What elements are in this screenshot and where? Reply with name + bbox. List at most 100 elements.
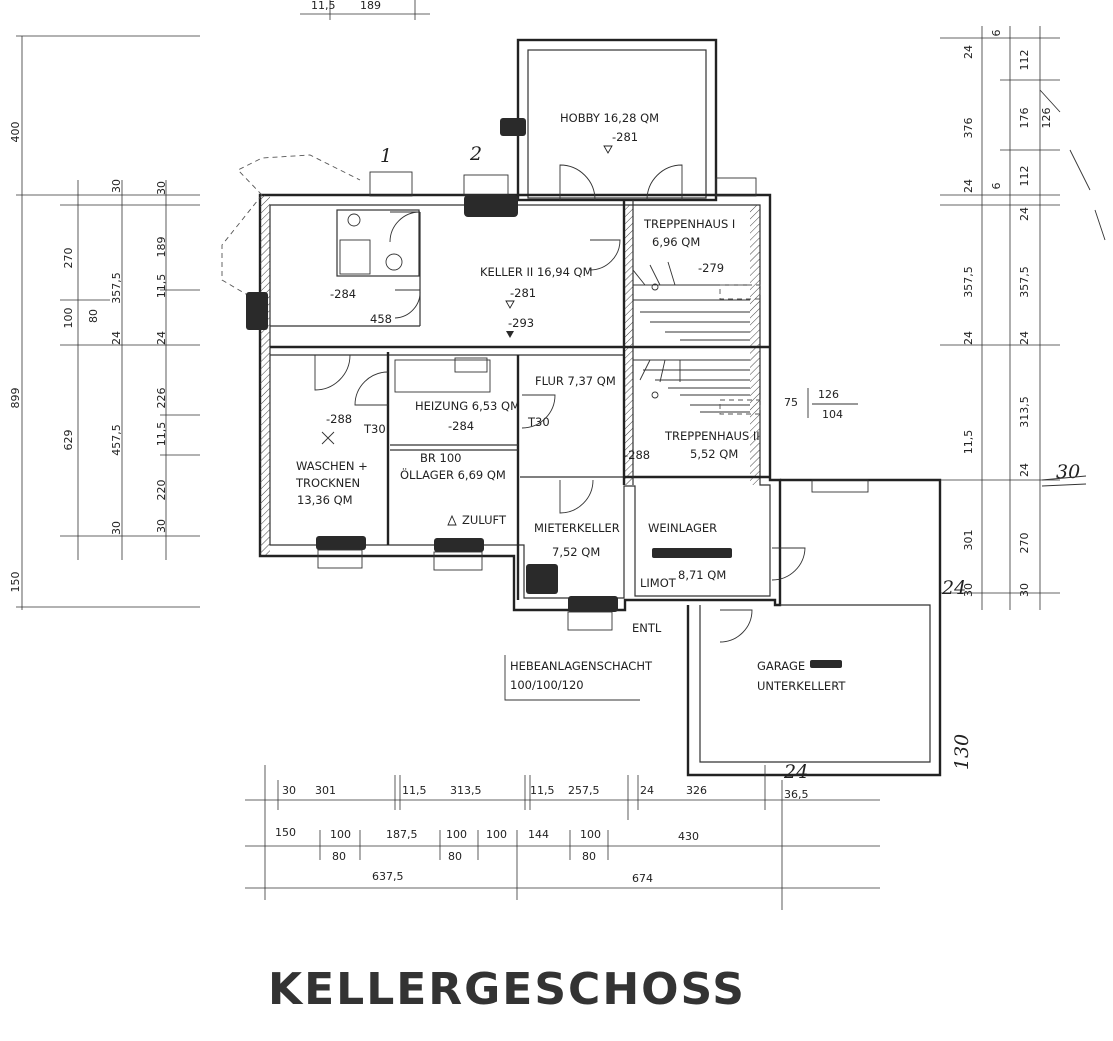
dim-right-b-5: 6 <box>990 183 1003 190</box>
dim-right-b-11: 24 <box>1018 463 1031 477</box>
pencil-line <box>1039 89 1106 241</box>
level-marker-icon <box>505 300 515 309</box>
dim-bottom2-11: 430 <box>678 830 699 843</box>
dim-right-b-13: 30 <box>1018 583 1031 597</box>
hand-bottom-24: 24 <box>783 761 808 783</box>
room-waschen-line3: 13,36 QM <box>297 493 353 507</box>
room-oellager-label: ÖLLAGER 6,69 QM <box>400 466 506 482</box>
dim-left-mid-3: 629 <box>62 430 75 451</box>
hand-fraction-num: 126 <box>818 388 839 401</box>
room-keller2-level1: -281 <box>510 286 536 300</box>
dimensions-top <box>300 0 430 20</box>
dim-left-mid-6: 30 <box>110 521 123 535</box>
dim-bottom-9: 36,5 <box>784 788 809 801</box>
hand-note-1: 1 <box>380 145 392 167</box>
room-treppenhaus2-area: 5,52 QM <box>690 447 738 461</box>
room-waschen-line2: TROCKNEN <box>295 476 360 490</box>
dimensions-left <box>16 35 200 610</box>
dim-bottom2-8: 144 <box>528 828 549 841</box>
dim-left-inner-5: 24 <box>155 331 168 345</box>
pencil-tick <box>1041 475 1087 487</box>
room-weinlager-limot: LIMOT <box>640 576 677 590</box>
light-fixture-icon <box>321 431 335 445</box>
dim-right-b-1: 6 <box>990 30 1003 37</box>
dim-left-mid-5: 457,5 <box>110 424 123 456</box>
room-treppenhaus2-label: TREPPENHAUS II <box>664 429 760 443</box>
dim-right-b-8: 357,5 <box>1018 266 1031 298</box>
room-heizung-label: HEIZUNG 6,53 QM <box>415 399 520 413</box>
room-flur-label: FLUR 7,37 QM <box>535 374 616 388</box>
dim-bottom-6: 257,5 <box>568 784 600 797</box>
dim-left-inner-11: 30 <box>155 519 168 533</box>
room-treppenhaus1-label: TREPPENHAUS I <box>643 217 735 231</box>
hand-right-30: 30 <box>1056 461 1080 483</box>
dim-right-a-5: 24 <box>962 331 975 345</box>
garage-outline <box>686 478 942 777</box>
dim-right-a-3: 24 <box>962 179 975 193</box>
dim-left-mid-1: 270 <box>62 248 75 269</box>
bay-window-dashed <box>221 154 361 301</box>
room-weinlager-label: WEINLAGER <box>648 521 717 535</box>
dim-bottom2-4: 187,5 <box>386 828 418 841</box>
room-flur-level: -288 <box>624 448 650 462</box>
dim-bottom-5: 11,5 <box>530 784 555 797</box>
dim-left-inner-10: 11,5 <box>155 274 168 299</box>
dim-right-b-4: 126 <box>1040 108 1053 129</box>
schacht-line2: 100/100/120 <box>510 678 584 692</box>
dim-bottom-8: 326 <box>686 784 707 797</box>
dim-bottom2-7: 100 <box>486 828 507 841</box>
room-nebenraum-level: -284 <box>330 287 356 301</box>
room-waschen-level: -288 <box>326 412 352 426</box>
dim-left-inner-6: 226 <box>155 388 168 409</box>
dim-right-a-4: 357,5 <box>962 266 975 298</box>
room-waschen-door: T30 <box>363 422 386 436</box>
hand-bottom-130: 130 <box>951 734 973 770</box>
level-marker-filled-icon <box>506 331 514 338</box>
dim-bottom2-2: 100 <box>330 828 351 841</box>
dim-left-mid-2: 100 <box>62 308 75 329</box>
dim-right-b-2: 112 <box>1018 50 1031 71</box>
dim-bottom-4: 313,5 <box>450 784 482 797</box>
dim-right-a-8: 30 <box>962 583 975 597</box>
room-keller2-level2: -293 <box>508 316 534 330</box>
dim-right-a-7: 301 <box>962 530 975 551</box>
room-oellager-br: BR 100 <box>420 451 462 465</box>
level-marker-icon <box>603 145 613 154</box>
dim-right-b-12: 270 <box>1018 533 1031 554</box>
room-nebenraum-width: 458 <box>370 312 392 326</box>
dim-bottom-7: 24 <box>640 784 654 797</box>
dim-bottom3-2: 674 <box>632 872 653 885</box>
dim-left-inner-3: 80 <box>87 309 100 323</box>
dim-bottom-3: 11,5 <box>402 784 427 797</box>
room-weinlager-entl: ENTL <box>632 621 662 635</box>
dim-bottom-2: 301 <box>315 784 336 797</box>
scan-marks <box>246 118 842 668</box>
schacht-line1: HEBEANLAGENSCHACHT <box>510 659 653 673</box>
dim-left-inner-2: 357,5 <box>110 272 123 304</box>
dim-left-mid-4: 24 <box>110 331 123 345</box>
room-heizung-level: -284 <box>448 419 474 433</box>
dim-bottom2-3: 80 <box>332 850 346 863</box>
dim-right-b-3: 176 <box>1018 108 1031 129</box>
dim-bottom2-9: 100 <box>580 828 601 841</box>
dim-left-outer-1: 400 <box>9 122 22 143</box>
dim-right-b-6: 112 <box>1018 166 1031 187</box>
room-hobby-level: -281 <box>612 130 638 144</box>
dim-right-a-2: 376 <box>962 118 975 139</box>
room-garage-line2: UNTERKELLERT <box>757 679 846 693</box>
room-oellager-zuluft: ZULUFT <box>462 513 507 527</box>
hand-fraction-den: 104 <box>822 408 843 421</box>
dim-left-inner-9: 189 <box>155 237 168 258</box>
room-mieterkeller-label: MIETERKELLER <box>534 521 620 535</box>
hand-right-24: 24 <box>941 577 966 599</box>
dim-right-b-7: 24 <box>1018 207 1031 221</box>
dim-right-a-1: 24 <box>962 45 975 59</box>
hand-fraction-pre: 75 <box>784 396 798 409</box>
dim-left-outer-2: 899 <box>9 388 22 409</box>
dim-left-inner-1: 30 <box>110 179 123 193</box>
dim-left-inner-4: 30 <box>155 181 168 195</box>
dim-left-outer-3: 150 <box>9 572 22 593</box>
dim-left-inner-8: 220 <box>155 480 168 501</box>
